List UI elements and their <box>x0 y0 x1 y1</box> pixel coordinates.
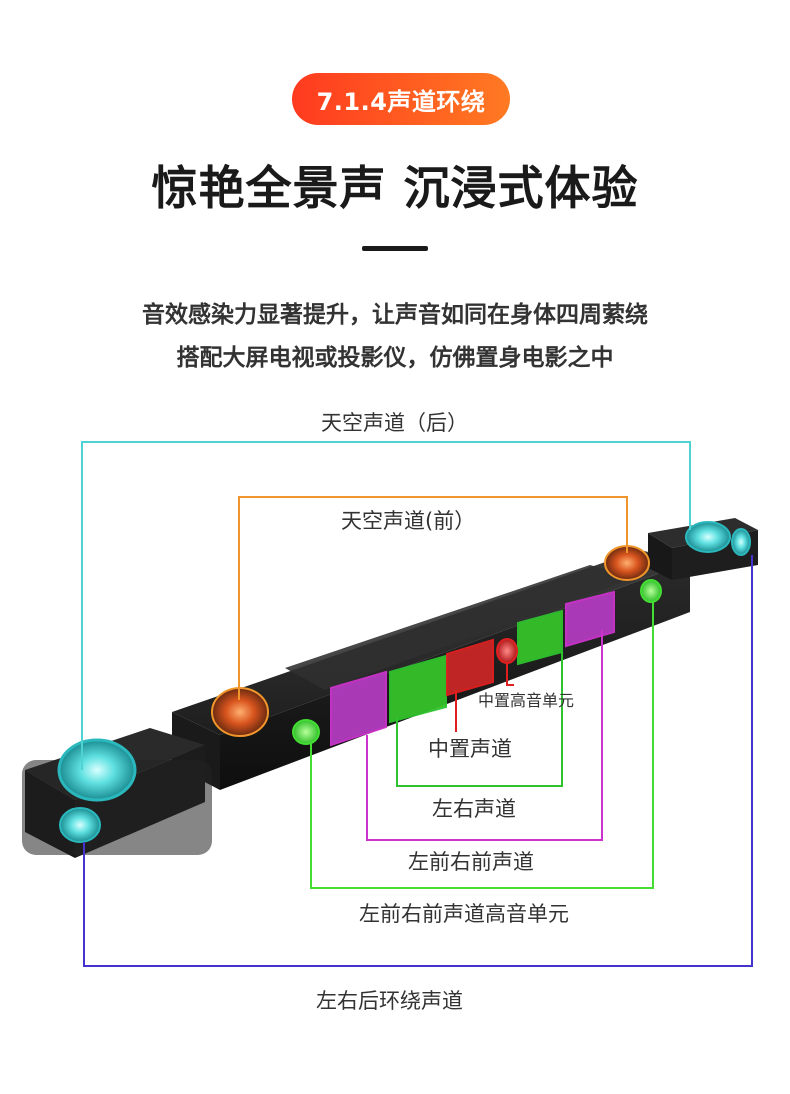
label-rear-surround: 左右后环绕声道 <box>316 989 463 1013</box>
right-tweeter-driver <box>640 579 662 603</box>
label-front-lr: 左前右前声道 <box>408 850 534 874</box>
left-tweeter-driver <box>292 719 320 745</box>
left-rear-surround-driver <box>59 807 101 843</box>
page-title: 惊艳全景声 沉浸式体验 <box>151 161 639 215</box>
left-rear-sky-driver <box>57 738 137 802</box>
sky-front-callout-line <box>238 496 628 700</box>
right-rear-sky-driver <box>685 521 731 553</box>
left-front-driver <box>330 670 387 747</box>
label-center-tweeter: 中置高音单元 <box>478 691 575 710</box>
front-tweeter-callout-line <box>310 602 654 889</box>
label-sky-rear: 天空声道（后） <box>321 411 468 435</box>
subtitle-line-1: 音效感染力显著提升，让声音如同在身体四周萦绕 <box>142 302 648 328</box>
title-divider <box>362 246 428 251</box>
center-tweeter-driver <box>496 638 518 664</box>
label-center: 中置声道 <box>428 737 512 761</box>
right-rear-surround-driver <box>731 528 751 556</box>
center-driver <box>446 638 494 697</box>
left-right-callout-line <box>396 652 563 787</box>
rear-surround-callout-line <box>83 555 753 967</box>
center-tweeter-callout-line <box>506 662 514 686</box>
subtitle-line-2: 搭配大屏电视或投影仪，仿佛置身电影之中 <box>176 345 614 371</box>
channel-badge: 7.1.4声道环绕 <box>292 73 510 125</box>
label-front-lr-tweeter: 左前右前声道高音单元 <box>359 902 569 926</box>
label-left-right: 左右声道 <box>432 797 516 821</box>
label-sky-front: 天空声道(前） <box>341 509 476 533</box>
sky-rear-callout-line <box>81 441 691 770</box>
left-main-driver <box>389 654 447 724</box>
front-lr-callout-line <box>366 630 603 841</box>
